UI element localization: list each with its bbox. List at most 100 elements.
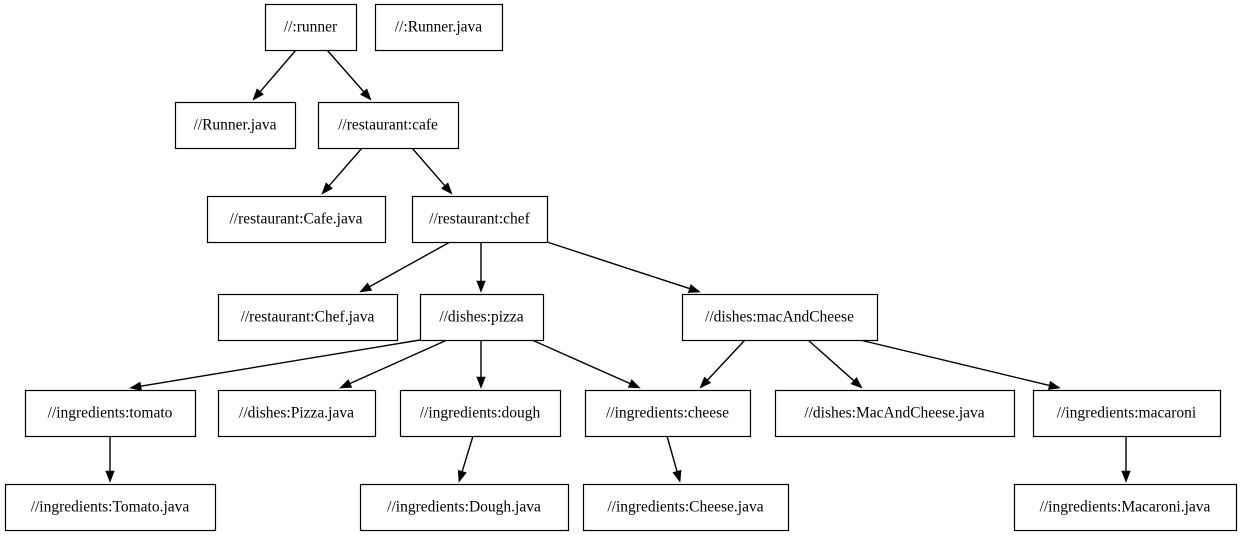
graph-edge (321, 147, 363, 195)
node-label: //dishes:MacAndCheese.java (804, 405, 984, 422)
edge-line (326, 49, 365, 93)
node-label: //Runner.java (193, 117, 276, 134)
edge-arrowhead (457, 469, 467, 483)
edge-line (140, 339, 421, 387)
node-label: //dishes:Pizza.java (239, 405, 354, 422)
node-label: //ingredients:dough (420, 405, 541, 422)
nodes-layer: //:runner //:Runner.java //Runner.java //re… (4, 3, 1238, 532)
node-rect[interactable] (359, 483, 570, 532)
edge-arrowhead (476, 280, 486, 293)
graph-edge (457, 435, 474, 483)
node-rect[interactable] (174, 101, 297, 150)
graph-edge (476, 242, 486, 293)
edge-arrowhead (105, 470, 115, 483)
graph-edge (859, 339, 1061, 390)
node-rect[interactable] (1032, 389, 1222, 438)
graph-edge (411, 147, 453, 195)
node-rect[interactable] (4, 483, 217, 532)
edge-line (531, 339, 631, 385)
node-label: //restaurant:cafe (338, 117, 438, 134)
node-rect[interactable] (1013, 483, 1238, 532)
graph-node-dishes-pizza-java[interactable]: //dishes:Pizza.java (217, 389, 377, 438)
edge-line (369, 241, 451, 288)
node-rect[interactable] (582, 483, 790, 532)
node-label: //restaurant:chef (429, 211, 531, 228)
graph-edge (326, 49, 372, 101)
edge-arrowhead (1121, 470, 1131, 483)
graph-edge (531, 339, 641, 389)
edge-arrowhead (850, 377, 863, 389)
edge-arrowhead (129, 381, 142, 391)
graph-node-runner-java[interactable]: //Runner.java (174, 101, 297, 150)
graph-node-restaurant-chef[interactable]: //restaurant:chef (411, 195, 549, 244)
graph-node-root-runner-java[interactable]: //:Runner.java (374, 3, 504, 52)
node-label: //restaurant:Cafe.java (230, 211, 363, 228)
edge-line (411, 147, 446, 187)
node-rect[interactable] (774, 389, 1016, 438)
edges-layer (105, 49, 1131, 483)
edge-arrowhead (672, 469, 682, 483)
node-rect[interactable] (217, 389, 377, 438)
node-rect[interactable] (584, 389, 752, 438)
edge-arrowhead (252, 88, 264, 101)
graph-node-ing-dough-java[interactable]: //ingredients:Dough.java (359, 483, 570, 532)
edge-line (707, 339, 746, 381)
edge-arrowhead (321, 182, 333, 195)
graph-edge (129, 339, 421, 391)
node-label: //ingredients:Tomato.java (31, 499, 190, 516)
edge-line (807, 339, 855, 382)
graph-node-restaurant-cafe[interactable]: //restaurant:cafe (317, 101, 460, 150)
graph-edge (699, 339, 746, 389)
edge-line (546, 241, 690, 290)
node-label: //ingredients:Cheese.java (607, 499, 763, 516)
graph-node-ing-cheese[interactable]: //ingredients:cheese (584, 389, 752, 438)
node-rect[interactable] (217, 293, 399, 342)
node-rect[interactable] (681, 293, 879, 342)
node-rect[interactable] (264, 3, 358, 52)
edge-arrowhead (360, 88, 372, 101)
edge-arrowhead (476, 376, 486, 389)
node-label: //dishes:pizza (439, 309, 523, 326)
edge-arrowhead (441, 182, 453, 195)
node-rect[interactable] (24, 389, 197, 438)
graph-node-ing-dough[interactable]: //ingredients:dough (399, 389, 562, 438)
graph-node-dishes-pizza[interactable]: //dishes:pizza (419, 293, 545, 342)
graph-node-ing-macaroni-java[interactable]: //ingredients:Macaroni.java (1013, 483, 1238, 532)
node-label: //ingredients:macaroni (1057, 405, 1197, 422)
edge-line (859, 339, 1050, 387)
node-rect[interactable] (317, 101, 460, 150)
edge-line (461, 435, 474, 472)
graph-node-ing-macaroni[interactable]: //ingredients:macaroni (1032, 389, 1222, 438)
node-rect[interactable] (419, 293, 545, 342)
node-label: //ingredients:Dough.java (387, 499, 541, 516)
graph-node-ing-tomato[interactable]: //ingredients:tomato (24, 389, 197, 438)
graph-node-dishes-macandcheese-java[interactable]: //dishes:MacAndCheese.java (774, 389, 1016, 438)
graph-edge (359, 241, 451, 293)
graph-edge (252, 49, 297, 101)
graph-node-restaurant-cafe-java[interactable]: //restaurant:Cafe.java (206, 195, 387, 244)
edge-arrowhead (687, 284, 701, 293)
edge-arrowhead (1047, 380, 1061, 390)
node-label: //ingredients:tomato (48, 405, 173, 422)
edge-arrowhead (699, 376, 712, 389)
edge-line (259, 49, 297, 93)
node-rect[interactable] (374, 3, 504, 52)
node-label: //:runner (284, 19, 338, 36)
graph-node-restaurant-chef-java[interactable]: //restaurant:Chef.java (217, 293, 399, 342)
graph-edge (807, 339, 863, 389)
node-rect[interactable] (206, 195, 387, 244)
node-rect[interactable] (411, 195, 549, 244)
graph-node-ing-tomato-java[interactable]: //ingredients:Tomato.java (4, 483, 217, 532)
graph-edge (546, 241, 701, 293)
node-label: //:Runner.java (395, 19, 483, 36)
node-label: //ingredients:cheese (606, 405, 729, 422)
graph-edge (339, 339, 448, 389)
node-rect[interactable] (399, 389, 562, 438)
graph-node-runner[interactable]: //:runner (264, 3, 358, 52)
graph-edge (105, 436, 115, 483)
graph-node-ing-cheese-java[interactable]: //ingredients:Cheese.java (582, 483, 790, 532)
graph-node-dishes-macandcheese[interactable]: //dishes:macAndCheese (681, 293, 879, 342)
edge-line (328, 147, 363, 187)
